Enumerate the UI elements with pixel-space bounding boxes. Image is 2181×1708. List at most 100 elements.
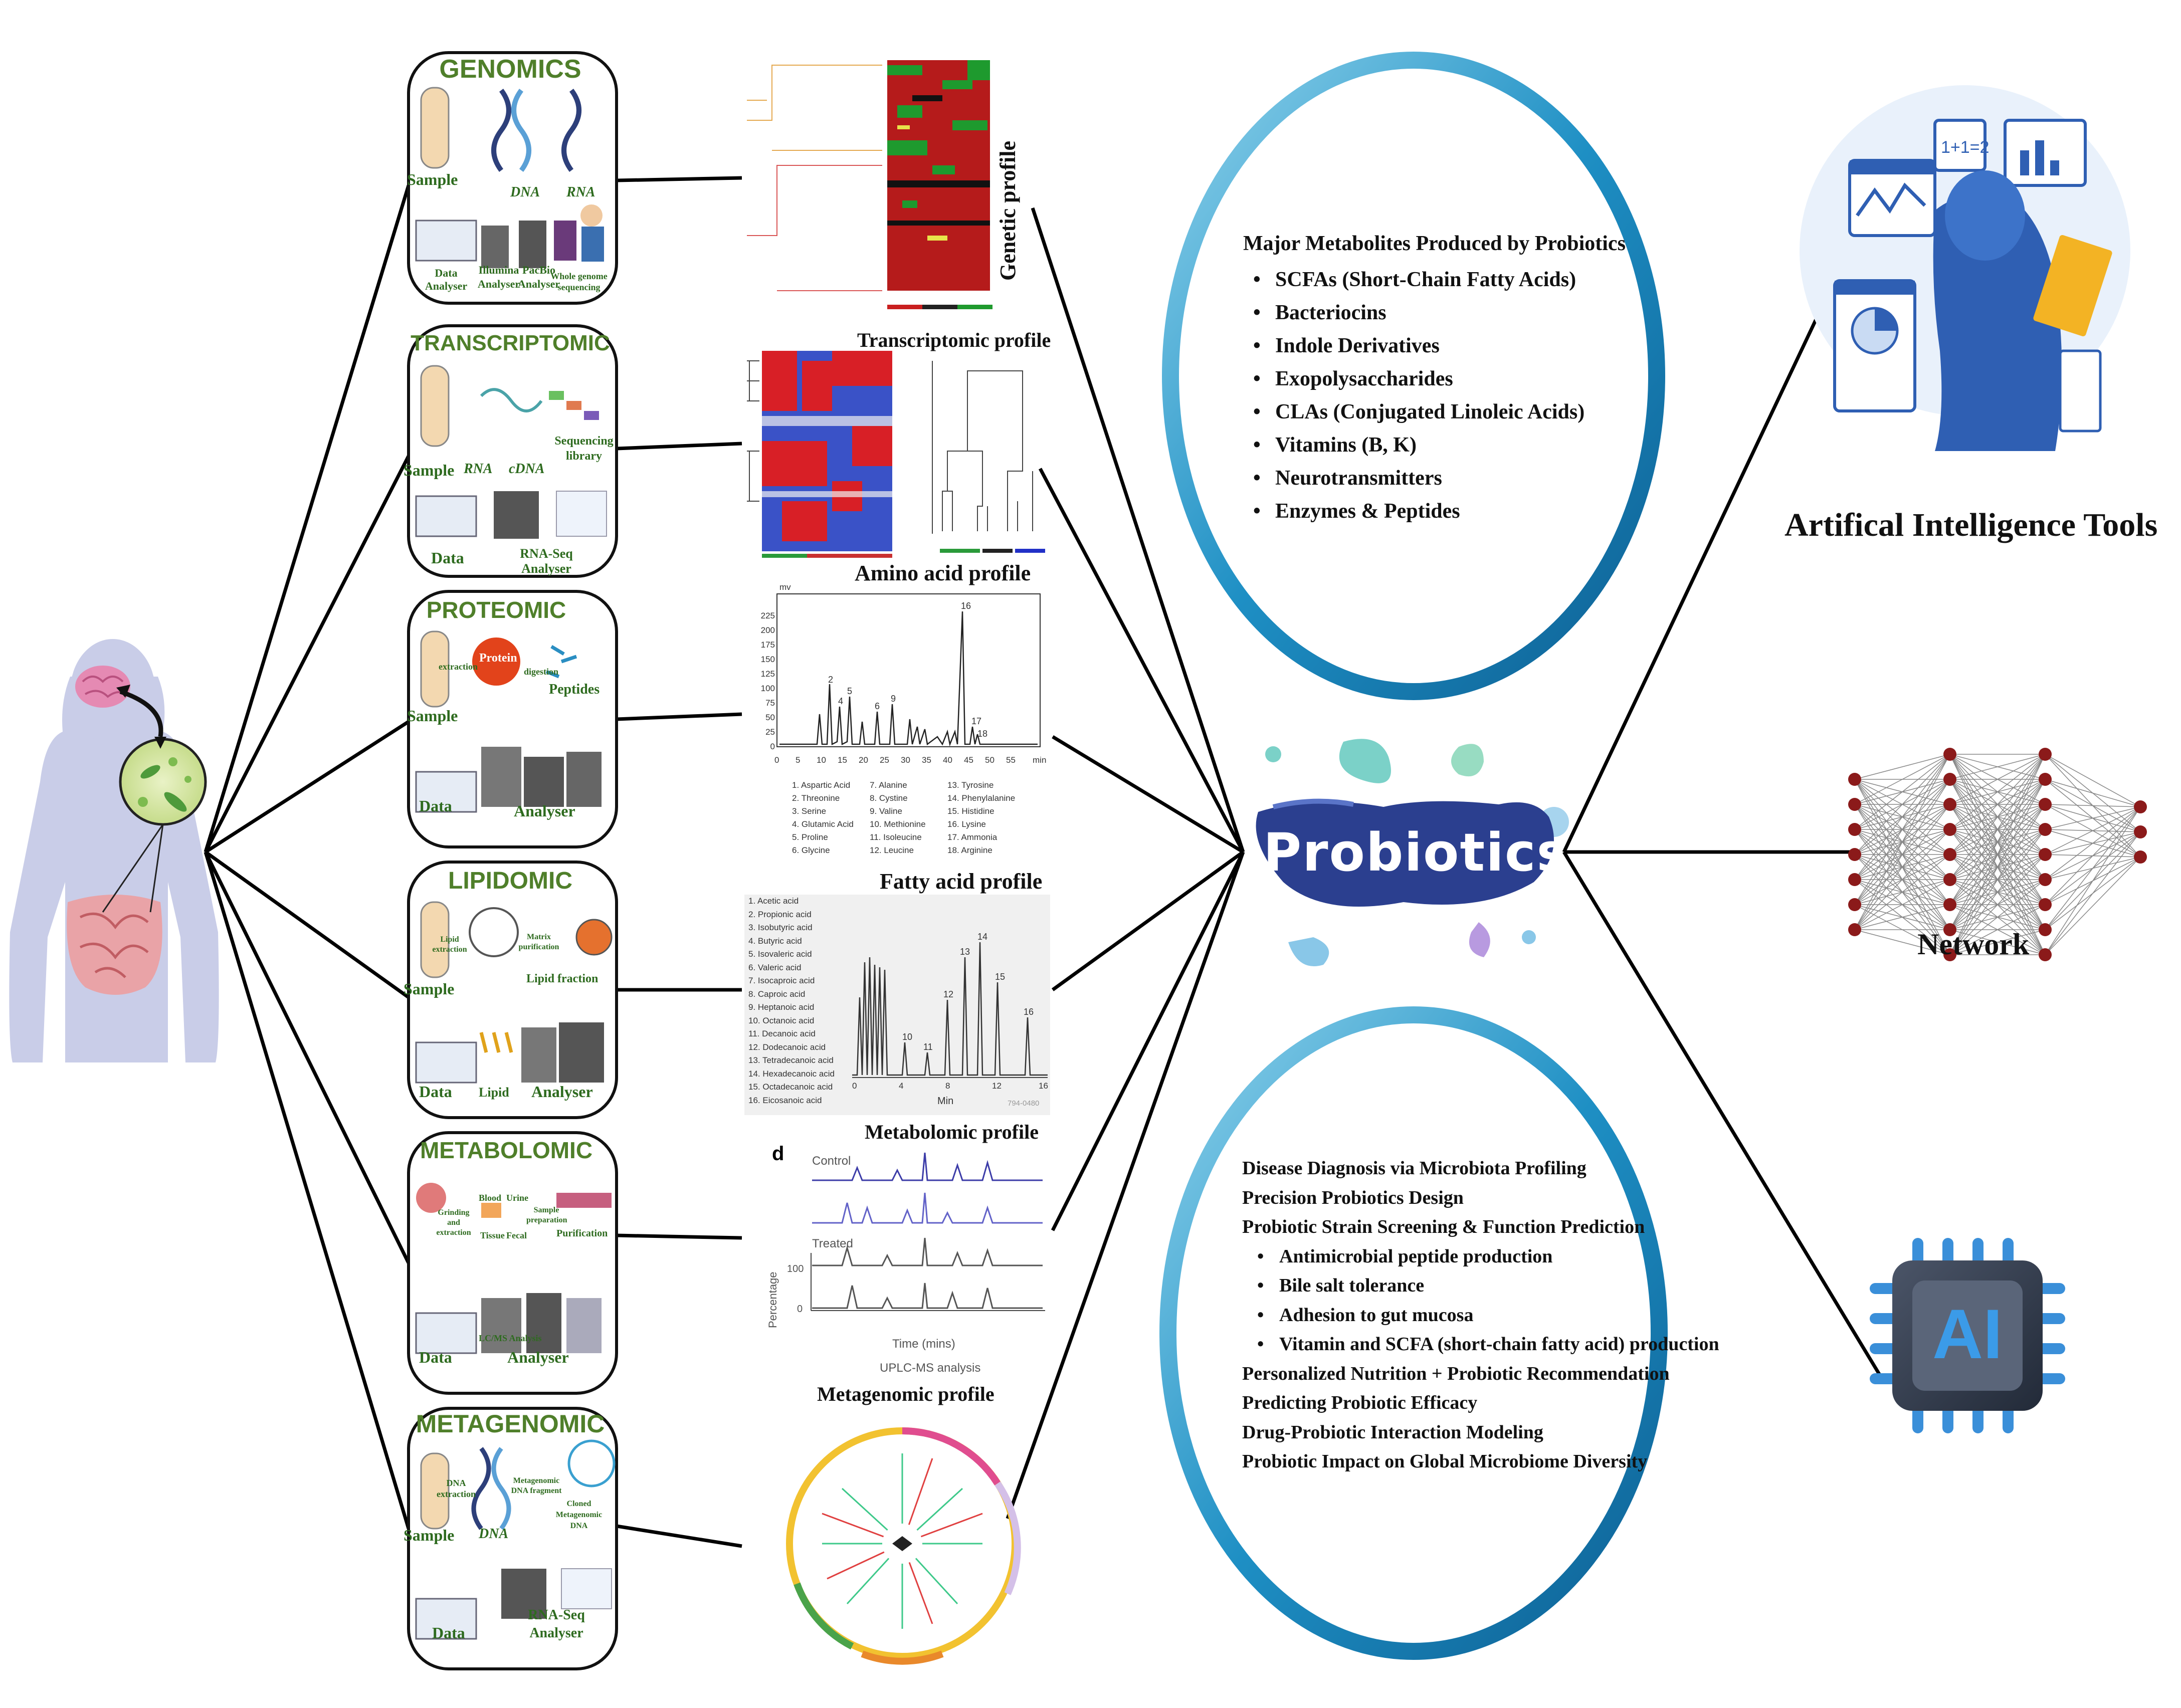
label-dna-extraction: DNA extraction — [437, 1478, 476, 1499]
network-node — [2134, 800, 2147, 813]
label-blood: Blood — [479, 1193, 502, 1203]
amino-legend-entry: 13. Tyrosine — [947, 780, 994, 790]
label-pacbio-analyser: PacBio Analyser — [517, 264, 560, 290]
peak-label: 13 — [960, 947, 970, 957]
network-edge — [1854, 754, 1950, 930]
amino-legend-entry: 2. Threonine — [792, 793, 840, 803]
application-text: Vitamin and SCFA (short-chain fatty acid… — [1279, 1334, 1719, 1355]
transcriptomic-heatmap — [747, 351, 1045, 558]
peak-label: 14 — [977, 932, 987, 942]
amino-x-tick: 25 — [880, 755, 889, 765]
peak-label: 16 — [961, 601, 971, 611]
fatty-code: 794-0480 — [1008, 1099, 1040, 1108]
metabolite-text: Vitamins (B, K) — [1275, 434, 1417, 457]
ai-chip-text: AI — [1932, 1295, 2003, 1373]
amino-x-tick: 50 — [985, 755, 995, 765]
fatty-legend-entry: 1. Acetic acid — [748, 896, 799, 906]
label-rna: RNA — [566, 184, 596, 200]
metabolomic-caption: UPLC-MS analysis — [880, 1361, 981, 1375]
network-edge — [1949, 904, 2046, 955]
label-analyser: Analyser — [531, 1083, 593, 1101]
amino-legend-entry: 12. Leucine — [870, 845, 914, 855]
network-edge — [1949, 754, 2046, 780]
network-edge — [1949, 879, 2046, 955]
omic-title-transcriptomic: TRANSCRIPTOMIC — [411, 331, 610, 355]
bullet-icon: • — [1253, 301, 1261, 324]
amino-x-unit: min — [1033, 755, 1047, 765]
peak-label: 12 — [943, 989, 953, 999]
network-edge — [1854, 929, 1950, 955]
fatty-legend-entry: 14. Hexadecanoic acid — [748, 1069, 835, 1079]
amino-legend-entry: 17. Ammonia — [947, 832, 998, 842]
amino-x-tick: 45 — [964, 755, 973, 765]
fatty-legend-entry: 4. Butyric acid — [748, 936, 802, 946]
metabolites-title: Major Metabolites Produced by Probiotics — [1243, 232, 1626, 255]
application-text: Drug-Probiotic Interaction Modeling — [1242, 1421, 1543, 1443]
network-node — [2039, 748, 2052, 761]
network-node — [1848, 898, 1861, 911]
label-metagenomic-fragment: Metagenomic DNA fragment — [511, 1476, 562, 1495]
label-urine: Urine — [506, 1193, 528, 1203]
network-node — [1943, 923, 1956, 936]
network-edge — [1949, 929, 2046, 955]
network-edge — [1949, 804, 2046, 955]
label-whole-genome: Whole genome sequencing — [550, 271, 608, 292]
metabolite-item: •Vitamins (B, K) — [1253, 429, 1584, 462]
metabolite-item: •CLAs (Conjugated Linoleic Acids) — [1253, 395, 1584, 429]
label-digestion: digestion — [524, 667, 559, 677]
amino-legend-entry: 15. Histidine — [947, 806, 995, 816]
network-edge — [1949, 754, 2046, 855]
label-sample: Sample — [404, 980, 455, 998]
network-node — [1943, 773, 1956, 786]
network-edge — [1949, 754, 2046, 955]
network-edge — [2045, 806, 2141, 905]
application-text: Probiotic Impact on Global Microbiome Di… — [1242, 1451, 1648, 1472]
fatty-legend-entry: 15. Octadecanoic acid — [748, 1082, 833, 1092]
network-node — [1943, 748, 1956, 761]
label-rnaseq-analyser: RNA-Seq Analyser — [528, 1607, 585, 1641]
amino-legend-entry: 18. Arginine — [947, 845, 993, 855]
metabolite-item: •Exopolysaccharides — [1253, 362, 1584, 395]
amino-x-tick: 55 — [1006, 755, 1016, 765]
metabolite-text: Indole Derivatives — [1275, 334, 1440, 357]
peak-label: 15 — [995, 972, 1005, 982]
application-text: Disease Diagnosis via Microbiota Profili… — [1242, 1158, 1587, 1179]
fatty-legend-entry: 7. Isocaproic acid — [748, 976, 815, 985]
amino-legend-entry: 1. Aspartic Acid — [792, 780, 851, 790]
metabolites-ring — [1162, 52, 1665, 700]
ai-tools-label: Artifical Intelligence Tools — [1785, 507, 2158, 543]
network-edge — [2045, 754, 2141, 807]
amino-x-tick: 0 — [774, 755, 779, 765]
application-subitem: •Antimicrobial peptide production — [1242, 1242, 1719, 1271]
metabolite-text: CLAs (Conjugated Linoleic Acids) — [1275, 400, 1585, 423]
amino-x-tick: 10 — [817, 755, 826, 765]
label-sample: Sample — [407, 170, 458, 188]
fatty-legend-entry: 10. Octanoic acid — [748, 1015, 815, 1025]
network-edge — [1854, 854, 1950, 930]
label-rnaseq-analyser: RNA-Seq Analyser — [520, 546, 573, 576]
application-text: Precision Probiotics Design — [1242, 1187, 1464, 1208]
label-illumina-analyser: Illumina Analyser — [477, 264, 520, 290]
network-edge — [1949, 754, 2046, 880]
network-edge — [1854, 754, 1950, 880]
peak-label: 10 — [902, 1032, 912, 1042]
label-protein: Protein — [479, 652, 517, 665]
peak-label: 17 — [971, 716, 981, 726]
fatty-x-tick: 12 — [992, 1081, 1002, 1091]
network-label: Network — [1917, 928, 2030, 961]
metabolite-text: SCFAs (Short-Chain Fatty Acids) — [1275, 268, 1576, 291]
amino-legend-entry: 3. Serine — [792, 806, 827, 816]
amino-y-tick: 225 — [760, 611, 775, 620]
network-edge — [1949, 754, 2046, 830]
fatty-legend-entry: 16. Eicosanoic acid — [748, 1095, 822, 1105]
network-node — [1848, 848, 1861, 861]
metabolomic-ytick-100: 100 — [787, 1263, 804, 1274]
metabolite-item: •SCFAs (Short-Chain Fatty Acids) — [1253, 263, 1584, 296]
label-data-analyser: Data Analyser — [425, 267, 468, 292]
fatty-legend-entry: 8. Caproic acid — [748, 989, 806, 999]
network-node — [2039, 798, 2052, 811]
amino-x-tick: 20 — [859, 755, 868, 765]
label-sample: Sample — [404, 461, 455, 479]
label-lipid-extraction: Lipid extraction — [432, 935, 467, 954]
network-node — [2039, 948, 2052, 961]
